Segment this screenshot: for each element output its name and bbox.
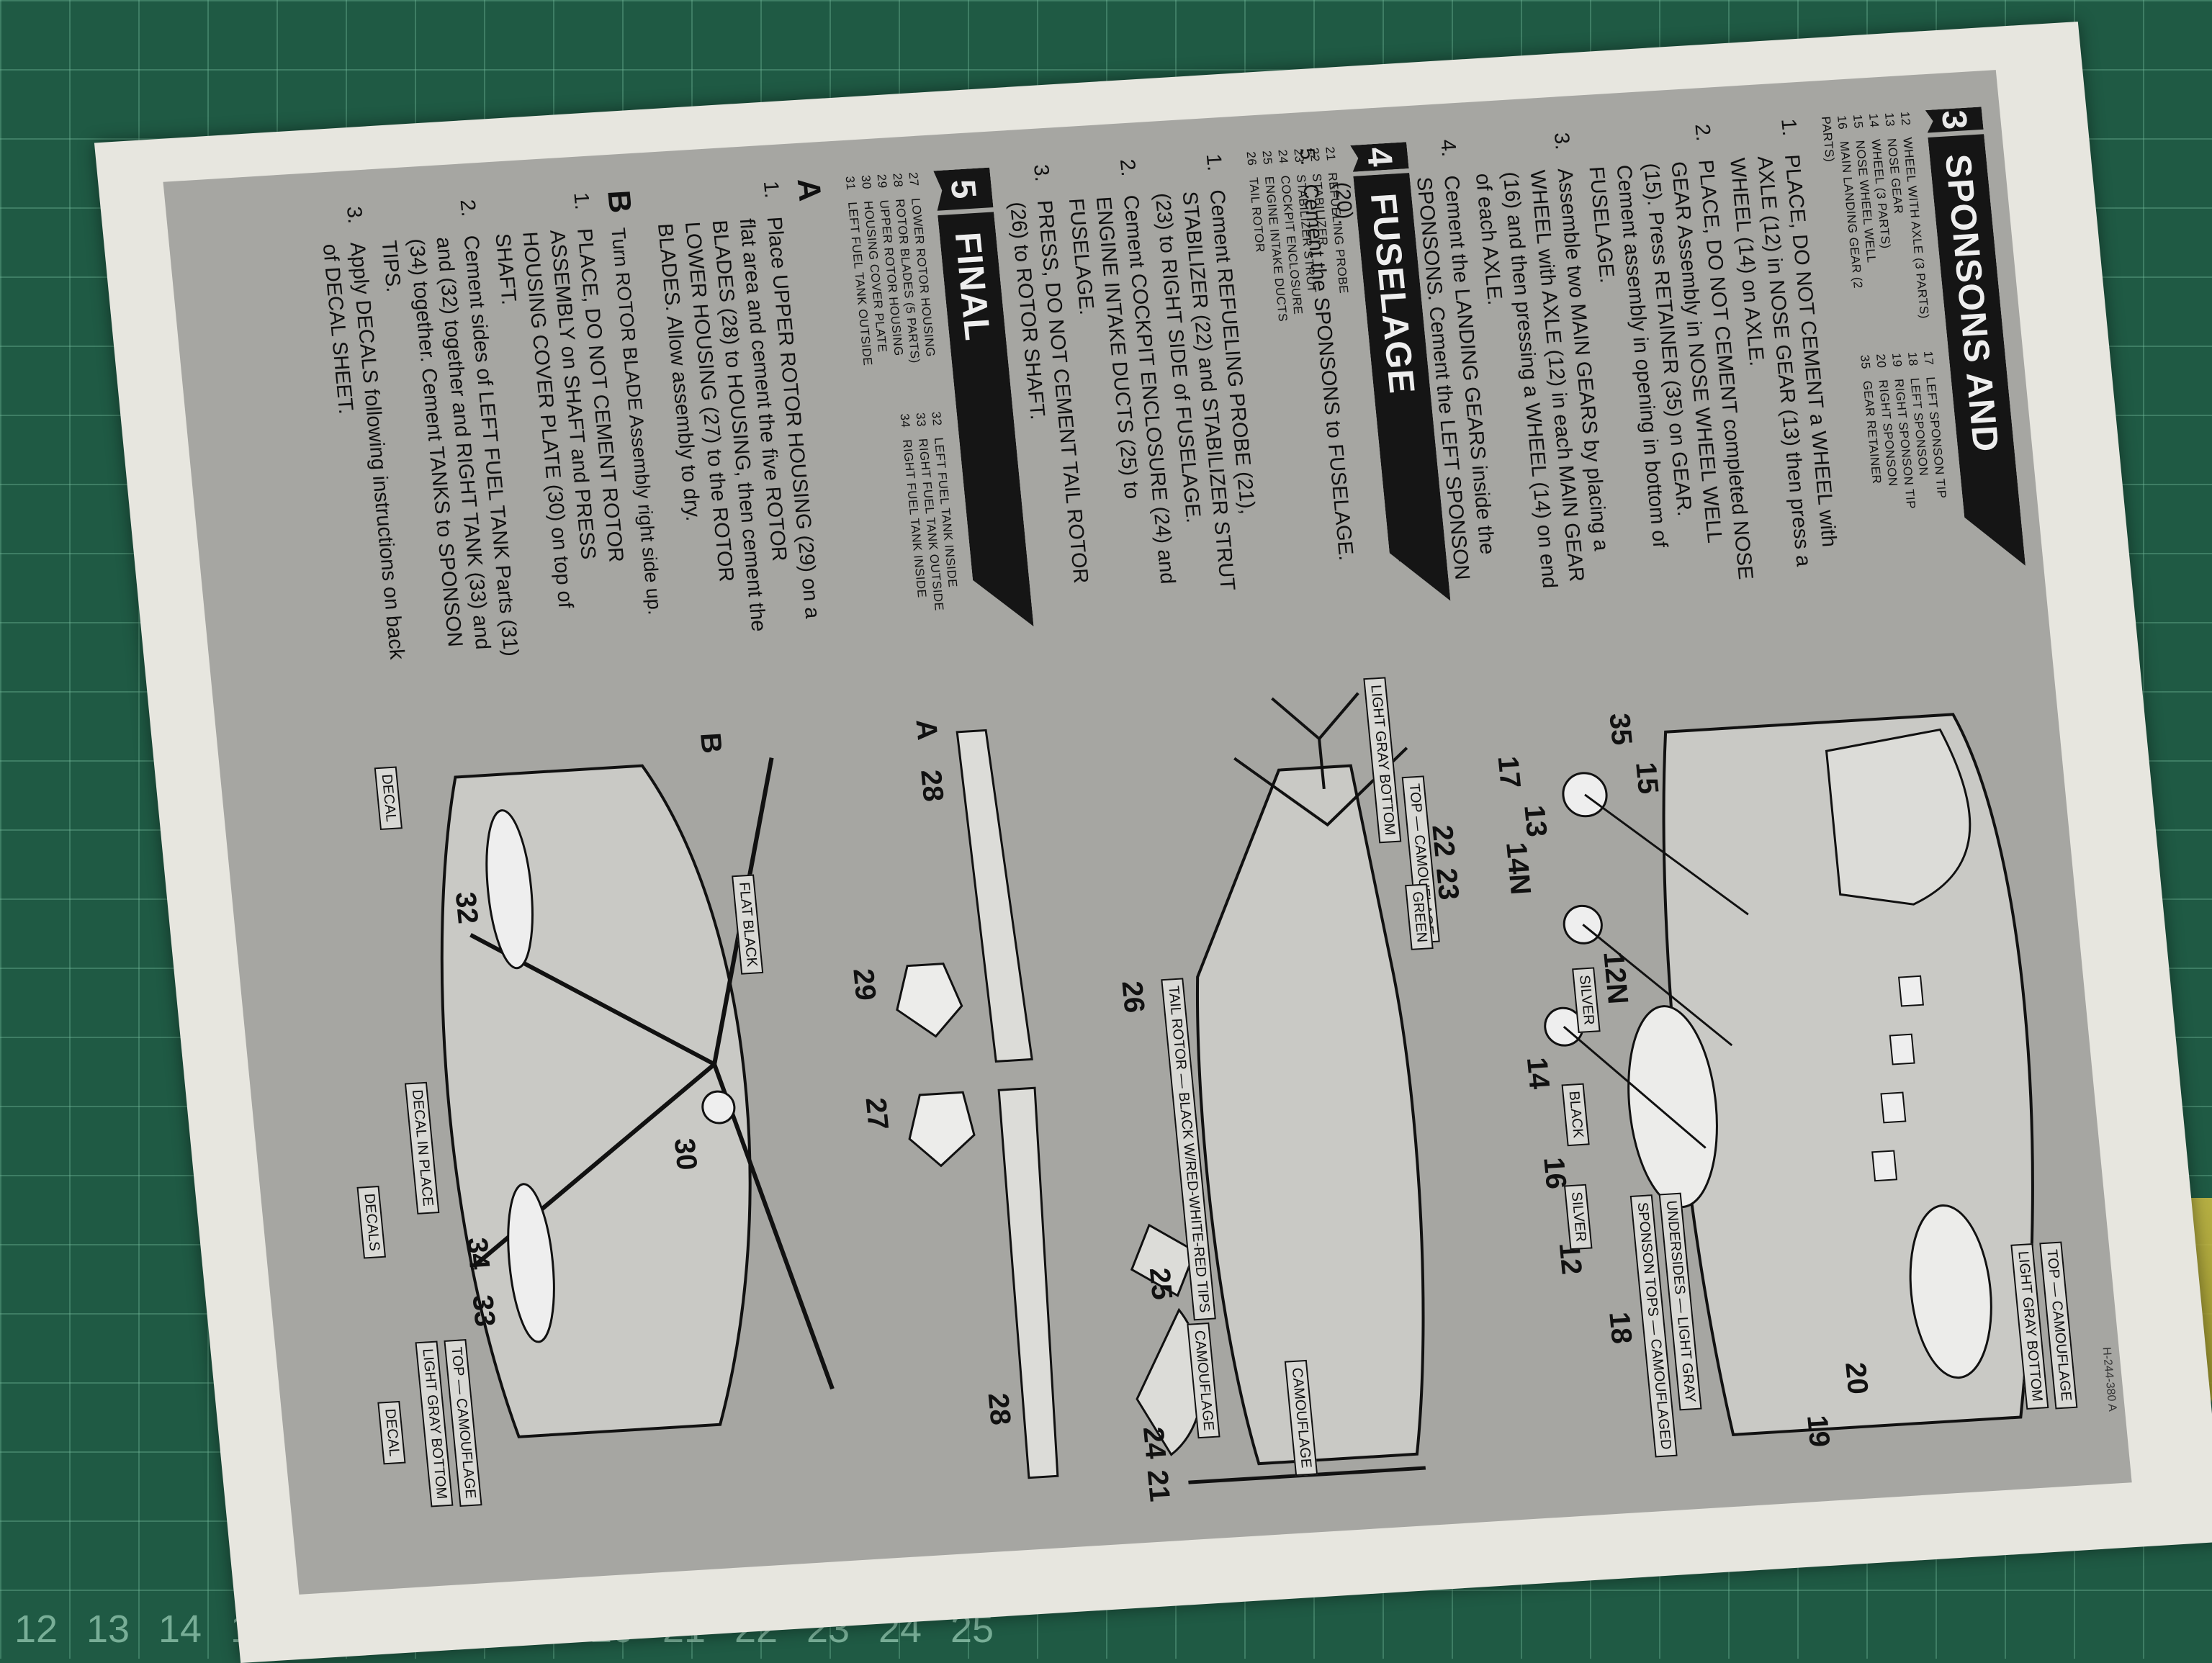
callout-28: 28	[981, 1392, 1017, 1426]
callout-15: 15	[1629, 761, 1665, 796]
callout-20: 20	[1839, 1361, 1874, 1396]
callout-12n: 12N	[1597, 950, 1635, 1006]
fuselage-drawing	[1130, 692, 1426, 1484]
callout-29: 29	[847, 968, 882, 1002]
printed-area: H-244-380 A 3 SPONSONS AND LANDING GEAR …	[163, 70, 2132, 1595]
instructions-list-b: 1.PLACE, DO NOT CEMENT ROTOR ASSEMBLY on…	[313, 191, 639, 667]
callout-14: 14	[1520, 1056, 1555, 1091]
step-number: 3	[1925, 107, 1984, 132]
callout-18: 18	[1603, 1310, 1638, 1345]
callout-25: 25	[1143, 1266, 1178, 1301]
callout-14n: 14N	[1499, 841, 1537, 896]
ruler-number: 13	[86, 1608, 130, 1651]
step-3-diagram: 35 15 13 14N 12N 17 14 16 12 18 20 19 SI…	[1470, 623, 2110, 1482]
callout-30: 30	[667, 1137, 703, 1171]
step-4-diagram: 22 23 26 25 24 21 TOP — CAMOUFLAGE LIGHT…	[1053, 658, 1535, 1507]
callout-28: 28	[914, 768, 950, 803]
rotated-content: H-244-380 A 3 SPONSONS AND LANDING GEAR …	[167, 77, 2127, 1587]
callout-35: 35	[1603, 712, 1638, 747]
helicopter-nose-drawing	[1544, 713, 2034, 1436]
callout-13: 13	[1518, 803, 1553, 838]
callout-32: 32	[449, 891, 484, 925]
callout-24: 24	[1136, 1425, 1172, 1460]
callout-b: B	[693, 731, 728, 754]
callout-17: 17	[1491, 754, 1527, 789]
step-number: 5	[933, 168, 993, 211]
callout-34: 34	[460, 1236, 496, 1271]
step-number: 4	[1350, 142, 1408, 171]
callout-a: A	[909, 718, 944, 742]
step-4-section: 4 FUSELAGE INSTALLATIONS 21REFUELING PRO…	[995, 142, 1450, 626]
instructions-list: 1.Cement REFUELING PROBE (21), STABILIZE…	[999, 153, 1271, 626]
ruler-number: 12	[14, 1608, 58, 1651]
callout-27: 27	[859, 1096, 894, 1131]
callout-21: 21	[1141, 1469, 1176, 1503]
callout-33: 33	[466, 1294, 501, 1328]
ruler-number: 14	[158, 1608, 202, 1651]
callout-19: 19	[1801, 1414, 1836, 1448]
rotor-assembly-drawing	[440, 729, 1059, 1479]
instruction-sheet: H-244-380 A 3 SPONSONS AND LANDING GEAR …	[94, 21, 2212, 1663]
callout-26: 26	[1115, 980, 1151, 1014]
step-5-section: 5 FINAL ASSEMBLY 27LOWER ROTOR HOUSING 3…	[308, 168, 1034, 668]
step-5-diagram: A 28 29 27 28 B 30 32 34 33 FLAT BLACK D…	[248, 684, 1118, 1557]
